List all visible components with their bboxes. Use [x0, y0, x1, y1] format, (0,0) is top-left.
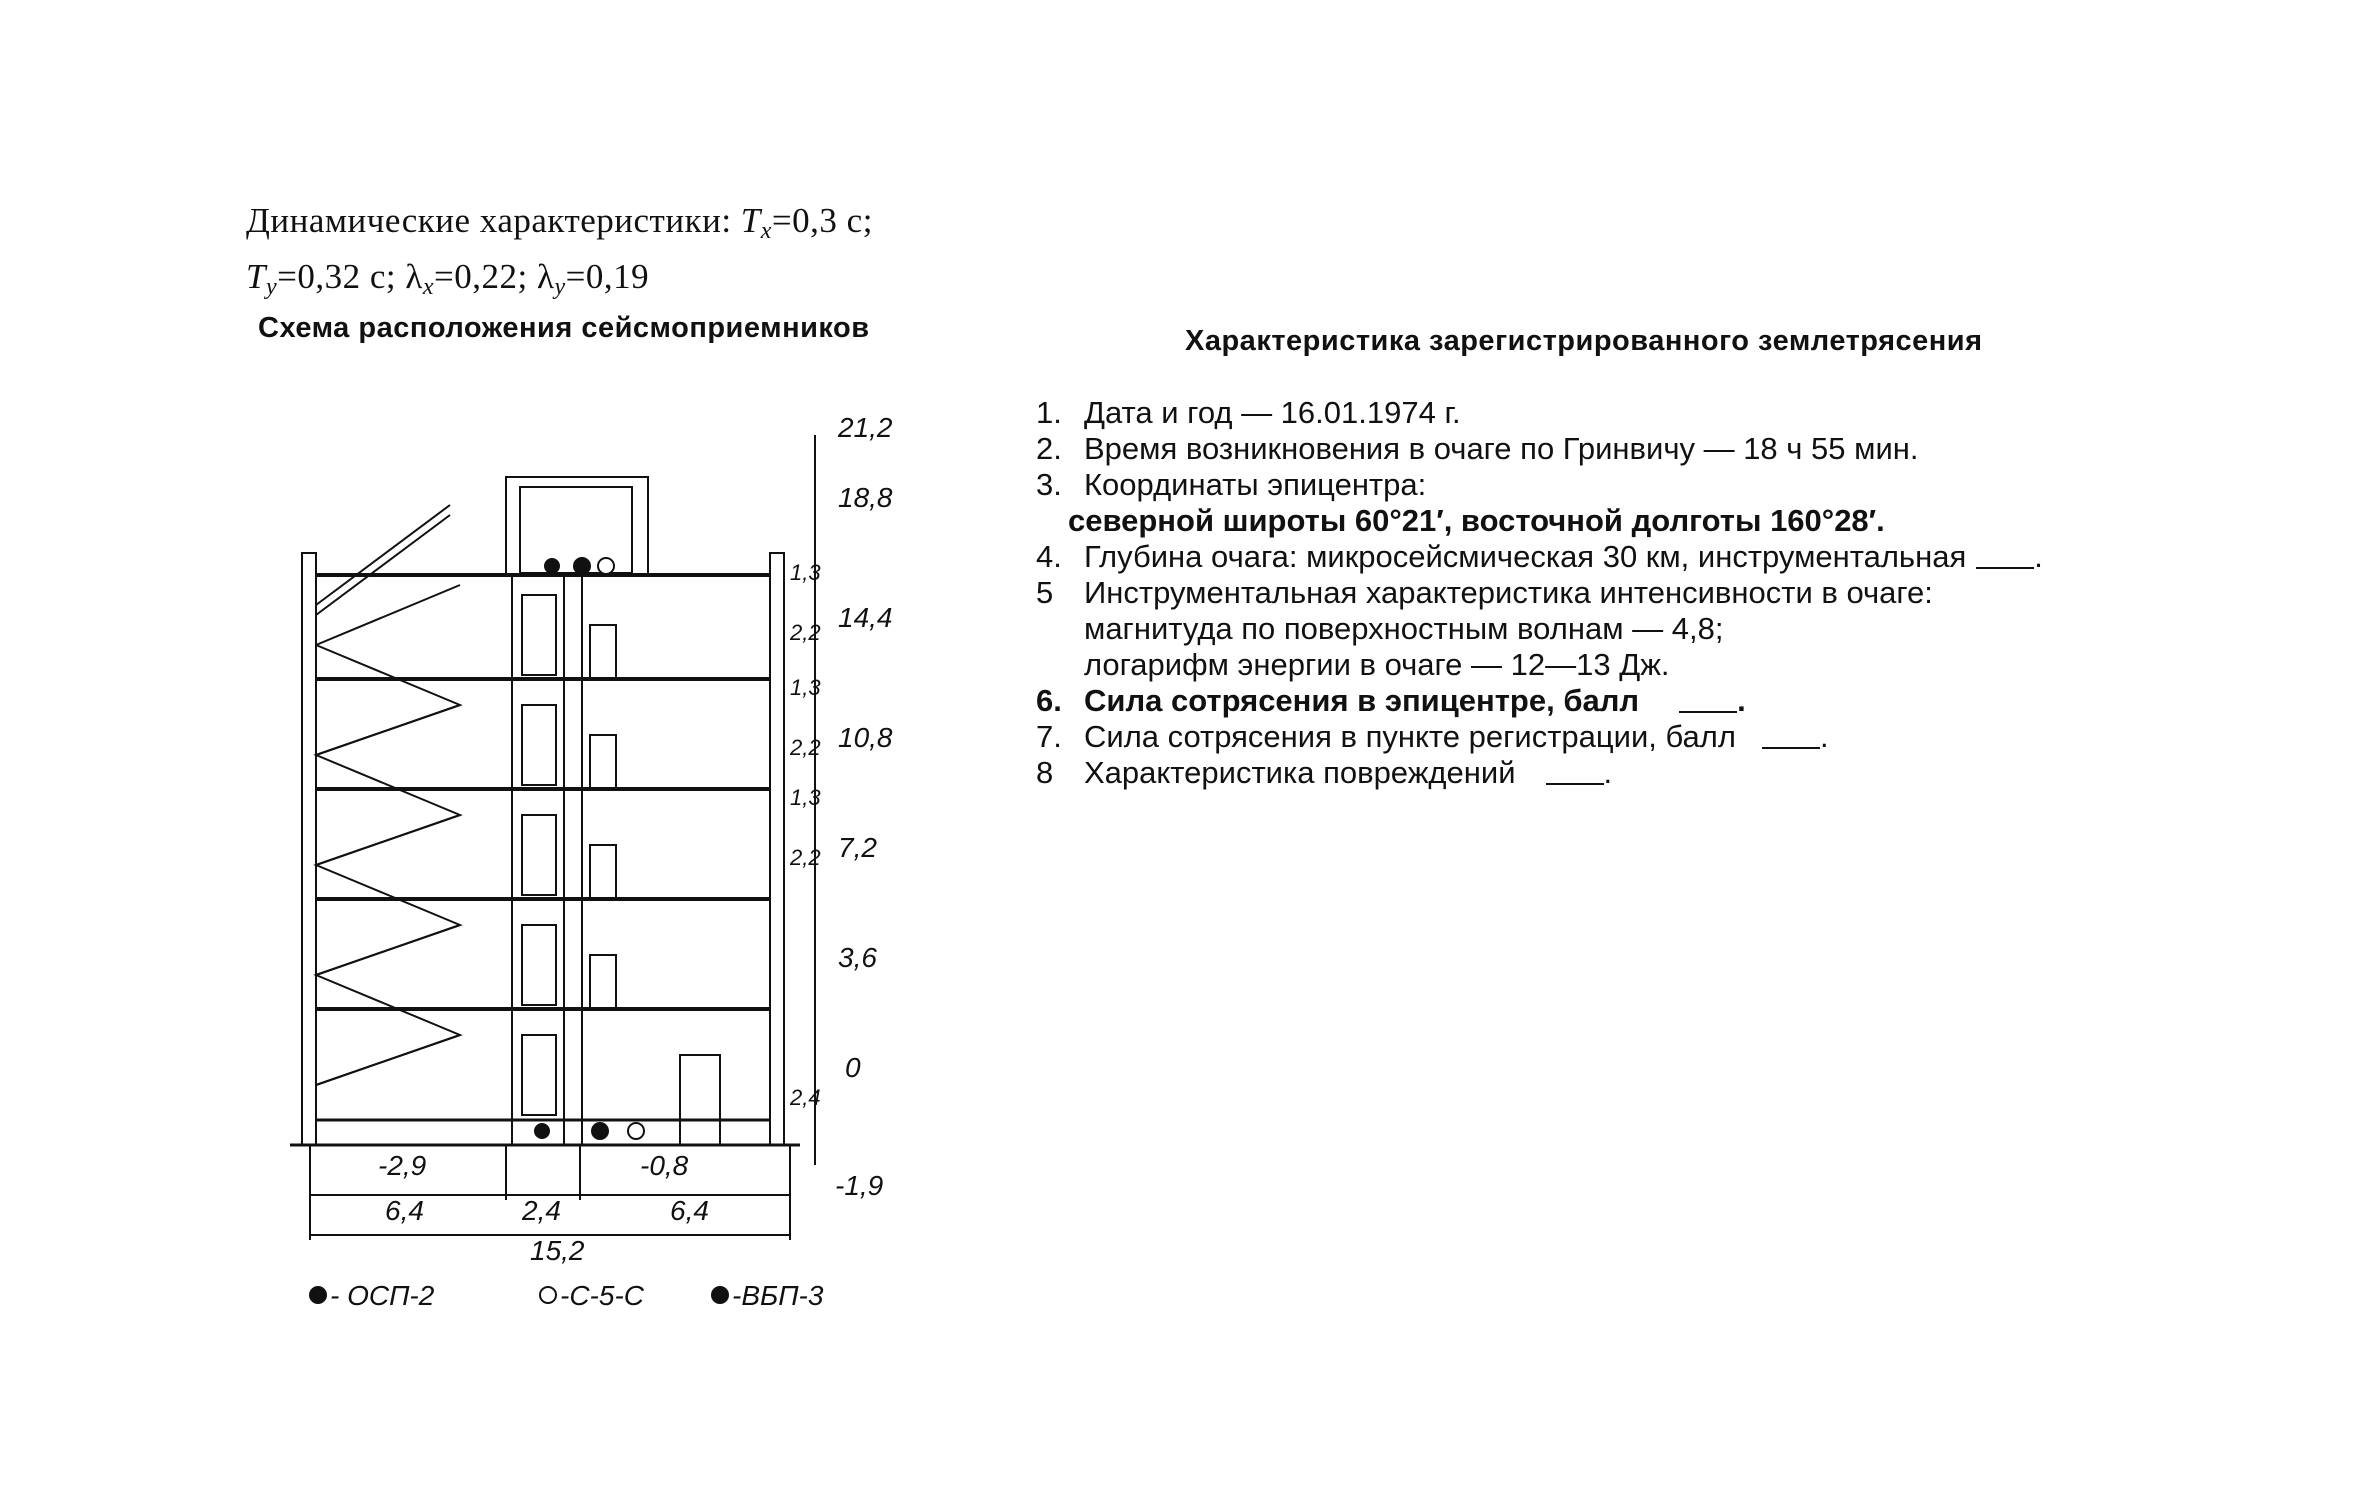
earthquake-list: 1.Дата и год — 16.01.1974 г. 2.Время воз… — [1036, 395, 2043, 791]
plan-dim: 15,2 — [530, 1235, 585, 1266]
blank-line — [1976, 539, 2035, 569]
building-section-diagram: 21,2 18,8 14,4 10,8 7,2 3,6 0 -0,8 -1,9 … — [290, 412, 893, 1311]
elevation-label: 18,8 — [838, 482, 893, 513]
plan-dim: 6,4 — [670, 1195, 709, 1226]
story-dim: 2,2 — [789, 620, 821, 645]
legend-label: - ОСП-2 — [330, 1280, 435, 1311]
story-dim: 2,2 — [789, 845, 821, 870]
elevation-label: -2,9 — [378, 1150, 426, 1181]
open-circle-icon — [539, 1286, 557, 1304]
legend-label: -С-5-С — [560, 1280, 645, 1311]
roof-slope — [315, 504, 451, 606]
elevation-label: -1,9 — [835, 1170, 883, 1201]
dynamic-line-1: Динамические характеристики: Tx=0,3 с; — [246, 201, 873, 244]
dynamic-characteristics: Динамические характеристики: Tx=0,3 с; T… — [246, 198, 873, 310]
list-item: 2.Время возникновения в очаге по Гринвич… — [1036, 431, 1919, 466]
sensor-markers — [309, 557, 729, 1304]
diagram-labels: 21,2 18,8 14,4 10,8 7,2 3,6 0 -0,8 -1,9 … — [330, 412, 893, 1311]
blank-line — [1761, 719, 1820, 749]
elevation-label: 7,2 — [838, 832, 877, 863]
door — [521, 594, 557, 676]
plan-dim: 6,4 — [385, 1195, 424, 1226]
elevation-label: 10,8 — [838, 722, 893, 753]
legend-label: -ВБП-3 — [732, 1280, 824, 1311]
filled-circle-icon — [573, 557, 591, 575]
elevation-label: 21,2 — [837, 412, 893, 443]
list-item: северной широты 60°21′, восточной долгот… — [1068, 503, 1885, 538]
earthquake-heading: Характеристика зарегистрированного земле… — [1185, 325, 1983, 357]
blank-line — [1545, 755, 1604, 785]
elevation-label: 0 — [845, 1052, 861, 1083]
blank-line — [1679, 683, 1738, 713]
sensor-scheme-heading: Схема расположения сейсмоприемников — [258, 312, 870, 344]
open-circle-icon — [597, 557, 615, 575]
right-wall — [769, 552, 785, 1146]
story-dim: 1,3 — [790, 560, 821, 585]
list-item: логарифм энергии в очаге — 12—13 Дж. — [1084, 647, 1670, 682]
list-item: 7.Сила сотрясения в пункте регистрации, … — [1036, 719, 1829, 754]
list-item: 6.Сила сотрясения в эпицентре, балл. — [1036, 683, 1746, 718]
story-dim: 1,3 — [790, 675, 821, 700]
left-wall — [301, 552, 317, 1146]
stair-flights — [313, 644, 463, 1086]
elevation-label: 3,6 — [838, 942, 877, 973]
story-dim: 2,4 — [789, 1085, 821, 1110]
plan-dim: 2,4 — [521, 1195, 561, 1226]
crossed-circle-icon — [544, 558, 560, 574]
list-item: 1.Дата и год — 16.01.1974 г. — [1036, 395, 1461, 430]
crossed-circle-icon — [711, 1286, 729, 1304]
list-item: магнитуда по поверхностным волнам — 4,8; — [1084, 611, 1724, 646]
story-dim: 1,3 — [790, 785, 821, 810]
elevation-label: -0,8 — [640, 1150, 689, 1181]
list-item: 4.Глубина очага: микросейсмическая 30 км… — [1036, 539, 2043, 574]
filled-circle-icon — [309, 1286, 327, 1304]
story-dim: 2,2 — [789, 735, 821, 760]
dynamic-line-2: Ty=0,32 с; λx=0,22; λy=0,19 — [246, 257, 650, 300]
elevation-label: 14,4 — [838, 602, 893, 633]
list-item: 3.Координаты эпицентра: — [1036, 467, 1427, 502]
